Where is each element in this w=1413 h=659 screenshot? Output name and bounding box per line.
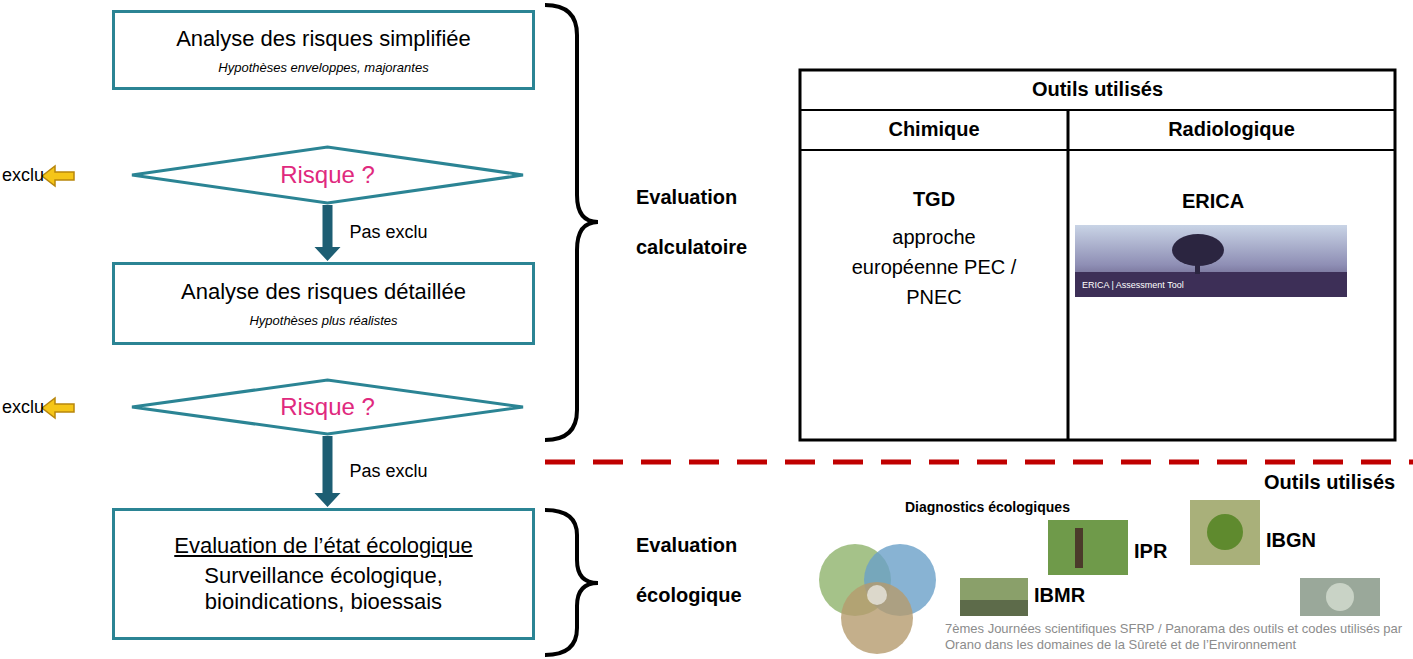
image-caption: ERICA | Assessment Tool	[1082, 280, 1262, 290]
node-body: Hypothèses enveloppes, majorantes	[218, 60, 428, 75]
ipr-photo	[1048, 520, 1128, 575]
exclu-label: exclu	[2, 165, 42, 186]
edge-label: Pas exclu	[350, 461, 428, 482]
table-cell: Chimique	[800, 118, 1068, 141]
table-cell: Radiologique	[1068, 118, 1395, 141]
table-cell: approche européenne PEC / PNEC	[845, 222, 1023, 312]
tool-name: IBMR	[1034, 584, 1094, 607]
ibgn-photo-detail	[1207, 514, 1243, 550]
diamond-shape	[132, 147, 523, 203]
exclu-arrow	[42, 398, 74, 418]
node-title: Risque ?	[280, 393, 375, 421]
footer-note: 7èmes Journées scientifiques SFRP / Pano…	[945, 621, 1407, 653]
diamond-shape	[132, 380, 523, 434]
flow-arrow	[315, 205, 341, 261]
node-title: Evaluation de l’état écologique	[174, 533, 472, 559]
plant-photo-detail	[1326, 583, 1354, 611]
evaluation-box: Evaluation de l’état écologiqueSurveilla…	[112, 508, 535, 640]
erica-ground	[1075, 272, 1347, 297]
edge-label: Pas exclu	[350, 222, 428, 243]
table-header: Outils utilisés	[800, 78, 1395, 101]
node-title: Analyse des risques simplifiée	[176, 26, 471, 52]
table-rule	[800, 109, 1395, 111]
table-header: Outils utilisés	[1264, 471, 1409, 494]
tool-group-label: Diagnostics écologiques	[905, 499, 1105, 515]
table-cell: ERICA	[1068, 190, 1358, 213]
table-rule	[1067, 110, 1070, 440]
table-cell: TGD	[800, 188, 1068, 211]
node-title: Risque ?	[280, 161, 375, 189]
node-body: Surveillance écologique, bioindications,…	[144, 563, 504, 616]
section-label: Evaluation calculatoire	[636, 172, 786, 272]
table-rule	[800, 149, 1395, 151]
eco-circle	[841, 582, 913, 654]
process-box: Analyse des risques détailléeHypothèses …	[112, 262, 535, 345]
flow-arrow	[315, 436, 341, 507]
decision-diamond: Risque ?	[130, 378, 525, 436]
ibmr-photo-detail	[960, 600, 1028, 616]
process-box: Analyse des risques simplifiéeHypothèses…	[112, 10, 535, 90]
curly-bracket	[545, 510, 598, 655]
node-body: Hypothèses plus réalistes	[249, 313, 397, 328]
section-label: Evaluation écologique	[636, 520, 786, 620]
tool-name: IBGN	[1266, 529, 1326, 552]
plant-photo	[1300, 578, 1380, 616]
separator-line	[545, 460, 1413, 465]
table-frame	[800, 70, 1395, 440]
exclu-arrow	[42, 166, 74, 186]
exclu-label: exclu	[2, 397, 42, 418]
ibgn-photo	[1190, 500, 1260, 565]
eco-circle-center	[867, 585, 887, 605]
decision-diamond: Risque ?	[130, 145, 525, 205]
tool-name: IPR	[1134, 540, 1184, 563]
ipr-photo-detail	[1075, 528, 1083, 568]
curly-bracket	[545, 5, 598, 440]
node-title: Analyse des risques détaillée	[181, 279, 466, 305]
erica-trunk	[1195, 258, 1200, 274]
ibmr-photo	[960, 578, 1028, 616]
erica-image	[1075, 225, 1347, 297]
